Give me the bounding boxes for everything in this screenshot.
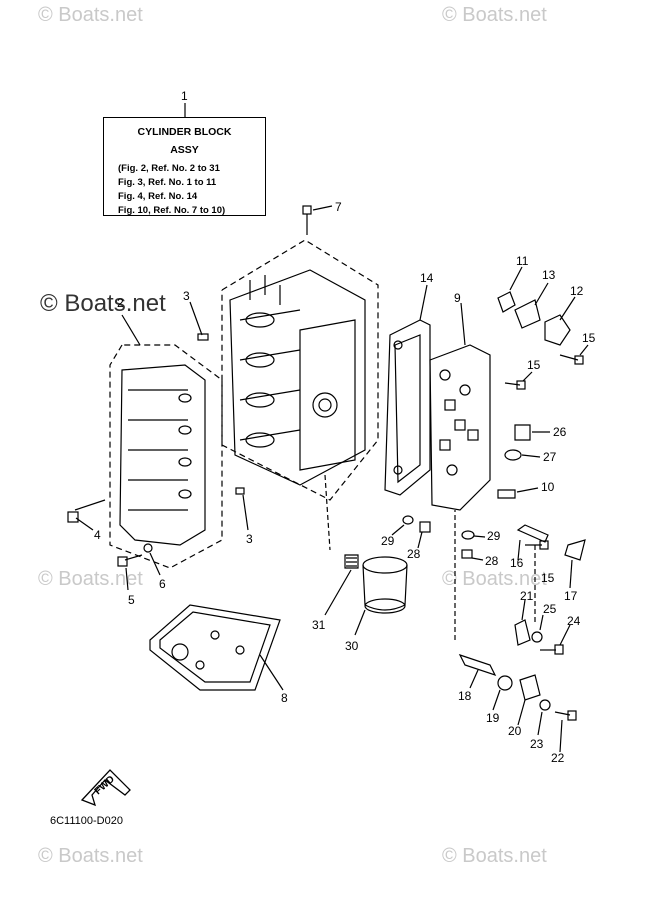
callout-11[interactable]: 11 [516, 254, 529, 268]
callout-24[interactable]: 24 [567, 614, 581, 628]
callout-10[interactable]: 10 [541, 480, 555, 494]
callout-8[interactable]: 8 [281, 691, 288, 705]
callout-16[interactable]: 16 [510, 556, 524, 570]
callout-21[interactable]: 21 [520, 589, 534, 603]
watermark: © Boats.net [38, 845, 143, 867]
catalog-number: 6C11100-D020 [50, 815, 123, 827]
callout-15[interactable]: 15 [582, 331, 596, 345]
callout-3[interactable]: 3 [183, 289, 190, 303]
reference-line: Fig. 3, Ref. No. 1 to 11 [118, 177, 217, 188]
callout-4[interactable]: 4 [94, 528, 101, 542]
callout-17[interactable]: 17 [564, 589, 578, 603]
watermark: © Boats.net [442, 568, 547, 590]
watermark: © Boats.net [442, 845, 547, 867]
title-line-1: CYLINDER BLOCK [137, 126, 232, 138]
callout-5[interactable]: 5 [128, 593, 135, 607]
callout-15[interactable]: 15 [541, 571, 555, 585]
callout-20[interactable]: 20 [508, 724, 522, 738]
callout-31[interactable]: 31 [312, 618, 326, 632]
callout-29[interactable]: 29 [381, 534, 395, 548]
assembly-title-box: CYLINDER BLOCK ASSY (Fig. 2, Ref. No. 2 … [103, 117, 266, 216]
callout-22[interactable]: 22 [551, 751, 565, 765]
callout-15[interactable]: 15 [527, 358, 541, 372]
callout-6[interactable]: 6 [159, 577, 166, 591]
reference-line: Fig. 4, Ref. No. 14 [118, 191, 198, 202]
callout-27[interactable]: 27 [543, 450, 557, 464]
callout-1[interactable]: 1 [181, 89, 188, 103]
callout-2[interactable]: 2 [117, 296, 124, 310]
callout-18[interactable]: 18 [458, 689, 472, 703]
callout-9[interactable]: 9 [454, 291, 461, 305]
forward-arrow-icon: FWD [80, 769, 131, 807]
callout-19[interactable]: 19 [486, 711, 500, 725]
watermark: © Boats.net [38, 568, 143, 590]
callout-28[interactable]: 28 [485, 554, 499, 568]
callout-25[interactable]: 25 [543, 602, 557, 616]
title-line-2: ASSY [170, 144, 199, 156]
callout-23[interactable]: 23 [530, 737, 544, 751]
callout-12[interactable]: 12 [570, 284, 584, 298]
watermark: © Boats.net [40, 290, 166, 317]
callout-28[interactable]: 28 [407, 547, 421, 561]
callout-13[interactable]: 13 [542, 268, 556, 282]
callout-7[interactable]: 7 [335, 200, 342, 214]
callout-26[interactable]: 26 [553, 425, 567, 439]
reference-line: Fig. 10, Ref. No. 7 to 10) [118, 205, 226, 216]
watermark: © Boats.net [442, 4, 547, 26]
reference-line: (Fig. 2, Ref. No. 2 to 31 [118, 163, 220, 174]
callout-14[interactable]: 14 [420, 271, 434, 285]
callout-3[interactable]: 3 [246, 532, 253, 546]
callout-30[interactable]: 30 [345, 639, 359, 653]
watermark: © Boats.net [38, 4, 143, 26]
callout-29[interactable]: 29 [487, 529, 501, 543]
